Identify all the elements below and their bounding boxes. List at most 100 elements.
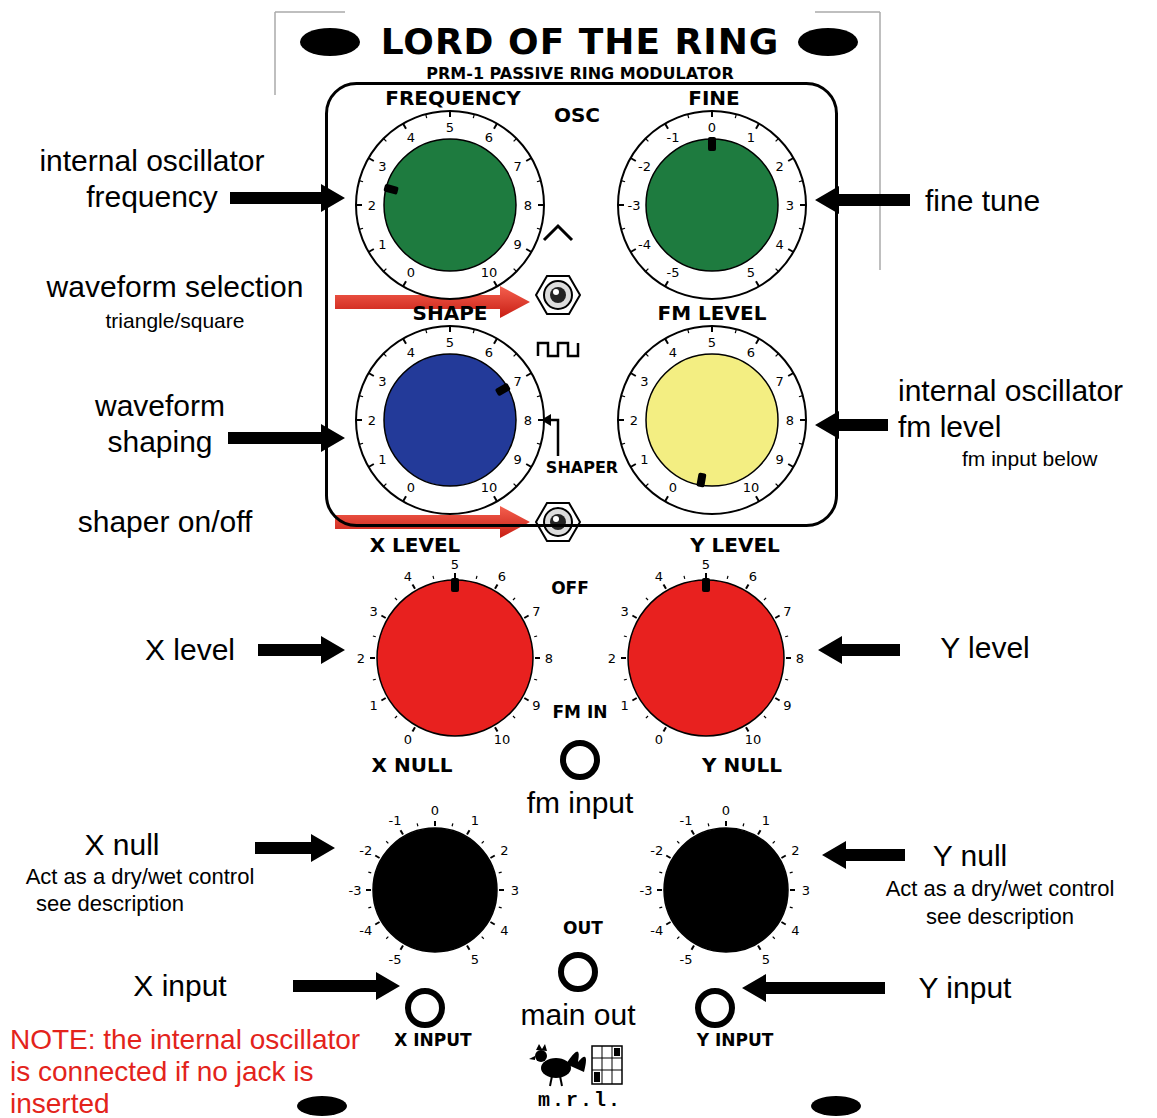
scale-number: 1 [747,130,755,145]
dial-tick [800,419,806,421]
dial-tick [413,727,416,731]
text-holder: 9 [783,698,791,713]
dial-tick [665,281,668,286]
scale-number: 4 [775,237,783,252]
dial-tick [473,329,474,333]
dial-tick [735,114,736,118]
text-holder: Y INPUT [697,1030,774,1051]
scale-number: 1 [471,813,479,828]
text-holder: 8 [796,651,804,666]
text-holder: 4 [655,569,663,584]
text-holder: 4 [407,345,415,360]
annotation-note: fm input below [962,446,1097,472]
dial-tick [514,354,517,357]
scale-number: 10 [494,732,511,747]
switch-lever [550,514,566,530]
dial-tick [386,841,388,843]
dial-tick [370,657,375,659]
text-holder: LORD OF THE RING [381,21,780,63]
dial-tick [677,937,679,939]
text-holder: 5 [702,557,710,572]
scale-number: 5 [446,120,454,135]
text-holder: 4 [500,923,508,938]
dial-tick [708,823,710,826]
dial-tick [384,269,387,272]
scale-number: 4 [407,345,415,360]
dial-tick [494,281,497,286]
dial-tick [646,354,649,357]
dial-tick [773,841,775,843]
text-holder: 0 [669,480,677,495]
leader-arrow [815,186,910,214]
scale-number: 8 [524,413,532,428]
annotation: fine tune [925,183,1040,219]
scale-number: 2 [630,413,638,428]
text-holder: 8 [545,651,553,666]
text-holder: FM LEVEL [658,301,767,325]
dial-tick [494,124,497,129]
leader-arrow [258,636,345,664]
dial-tick [758,945,761,949]
jack-label: X INPUT [394,1030,471,1051]
knob-cap [646,139,778,271]
dial-tick [665,124,668,129]
scale-number: 7 [532,604,540,619]
scale-number: 4 [655,569,663,584]
dial-tick [659,906,662,908]
text-holder: X NULL [372,753,453,777]
text-holder: -2 [359,843,372,858]
text-holder: FINE [688,86,740,110]
scale-number: 9 [513,452,521,467]
text-holder: 5 [708,335,716,350]
jack-ring [563,743,597,777]
knob-cap [384,354,516,486]
scale-number: -3 [349,883,362,898]
section-label: OSC [554,103,600,127]
annotation: fm input [527,785,634,821]
scale-number: -2 [359,843,372,858]
knob-label: X NULL [372,753,453,777]
text-holder: internal oscillator frequency [22,143,282,215]
text-holder: X null [84,827,159,863]
dial-tick [764,598,766,600]
dial-tick [758,830,761,834]
scale-number: 3 [378,159,386,174]
dial-tick [799,181,803,182]
dial-tick [473,114,474,118]
text-holder: -3 [628,198,641,213]
knob-label: FINE [688,86,740,110]
dial-tick [786,657,791,659]
dial-tick [790,872,793,874]
dial-tick [384,484,387,487]
switch-label: OFF [551,578,589,599]
logo-line [592,1070,622,1071]
text-holder: -2 [638,159,651,174]
text-holder: Y NULL [702,753,782,777]
text-holder: 7 [532,604,540,619]
dial-tick [746,727,749,731]
dial-tick [624,679,627,681]
warning-note: NOTE: the internal oscillator is connect… [10,1024,375,1118]
scale-number: 1 [378,452,386,467]
dial-tick [395,598,397,600]
dial-tick [688,329,689,333]
mounting-hole [811,1096,861,1116]
dial-tick [384,354,387,357]
knob-label: FREQUENCY [385,86,521,110]
scale-number: -3 [628,198,641,213]
dial-tick [495,727,498,731]
dial-tick [449,111,451,117]
scale-number: 7 [513,159,521,174]
text-holder: 0 [655,732,663,747]
scale-number: -4 [650,923,663,938]
knob-cap [664,828,788,952]
dial-tick [799,396,803,397]
control-knob: X LEVEL012345678910 [335,518,575,778]
dial-tick [800,204,806,206]
dial-tick [375,922,379,925]
scale-number: 10 [481,265,498,280]
knob-pointer [702,578,710,592]
dial-tick [359,396,363,397]
dial-tick [499,906,502,908]
